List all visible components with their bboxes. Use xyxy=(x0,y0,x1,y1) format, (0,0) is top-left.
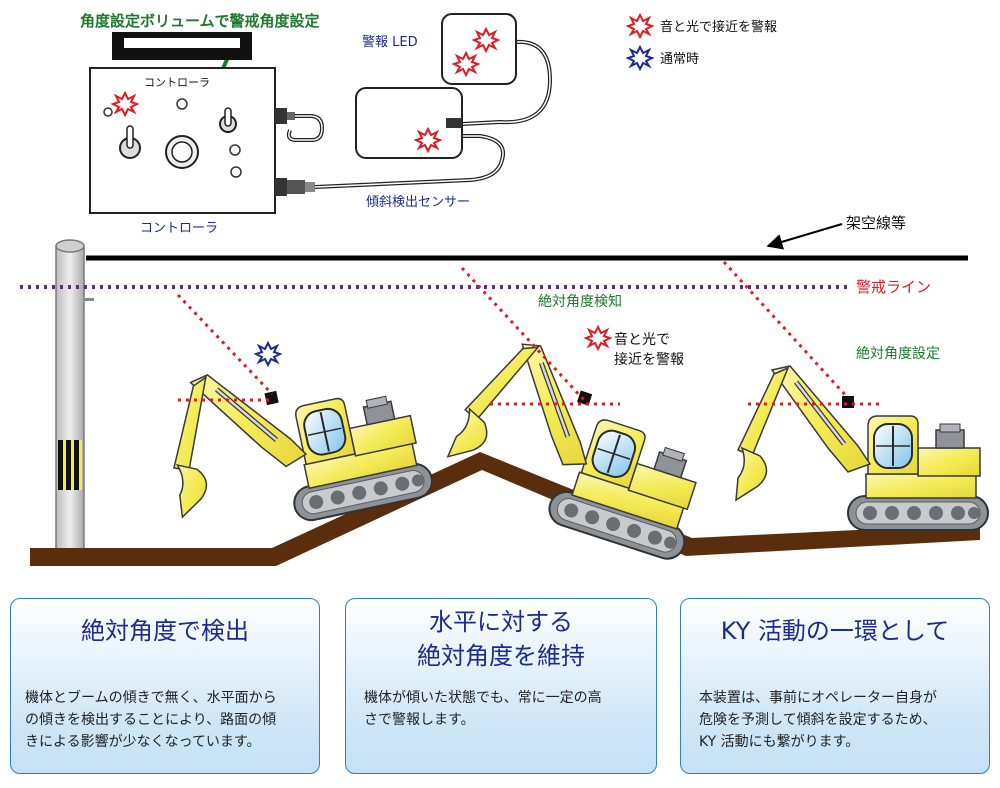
panel-body: 機体が傾いた状態でも、常に一定の高さで警報します。 xyxy=(364,690,602,728)
ground-profile xyxy=(30,452,980,566)
alarm-callout: 音と光で 接近を警報 xyxy=(614,331,684,368)
panel-keep-absolute-angle: 水平に対する絶対角度を維持 機体が傾いた状態でも、常に一定の高さで警報します。 xyxy=(345,598,657,774)
blue-star-icon xyxy=(627,46,653,70)
tilt-sensor-label: 傾斜検出センサー xyxy=(366,195,470,210)
excavator-middle xyxy=(439,329,729,563)
red-star-icon xyxy=(627,14,653,38)
angle-lines xyxy=(176,260,880,406)
utility-pole xyxy=(55,239,94,559)
led-star-icon-2 xyxy=(453,52,479,76)
warning-led-label: 警報 LED xyxy=(362,34,418,50)
excavator-right xyxy=(736,366,988,530)
sensor-alarm-star-icon xyxy=(415,128,441,152)
panel-absolute-detection: 絶対角度で検出 機体とブームの傾きで無く、水平面からの傾きを検出することにより、… xyxy=(10,598,320,774)
legend-normal-text: 通常時 xyxy=(660,52,699,67)
panel-title: KY 活動の一環として xyxy=(720,617,950,645)
panel-title: 絶対角度で検出 xyxy=(81,617,249,645)
controller-box: コントローラ xyxy=(89,32,315,214)
overhead-line-arrow xyxy=(766,223,843,250)
controller-label-bottom: コントローラ xyxy=(140,221,218,236)
led-star-icon-1 xyxy=(473,28,499,52)
tilt-sensor-box xyxy=(355,87,463,159)
normal-state-star-icon xyxy=(255,342,281,366)
controller-alarm-star-icon xyxy=(112,92,138,116)
absolute-setting-label: 絶対角度設定 xyxy=(856,346,940,362)
warning-line-label: 警戒ライン xyxy=(856,278,931,296)
panel-body: 本装置は、事前にオペレーター自身が危険を予測して傾斜を設定するため、KY 活動に… xyxy=(699,690,937,750)
legend-alarm-text: 音と光で接近を警報 xyxy=(660,19,777,35)
panel-title: 水平に対する絶対角度を維持 xyxy=(417,608,585,670)
panel-ky-activity: KY 活動の一環として 本装置は、事前にオペレーター自身が危険を予測して傾斜を設… xyxy=(680,598,990,774)
controller-label-top: コントローラ xyxy=(144,76,210,89)
alarm-star-icon xyxy=(585,326,611,350)
panel-body: 機体とブームの傾きで無く、水平面からの傾きを検出することにより、路面の傾きによる… xyxy=(25,690,277,750)
excavator-left xyxy=(155,334,436,547)
absolute-detection-label: 絶対角度検知 xyxy=(538,293,622,310)
volume-setting-note: 角度設定ボリュームで警戒角度設定 xyxy=(80,12,320,30)
warning-led-box xyxy=(441,13,517,85)
overhead-line-label: 架空線等 xyxy=(846,214,906,232)
